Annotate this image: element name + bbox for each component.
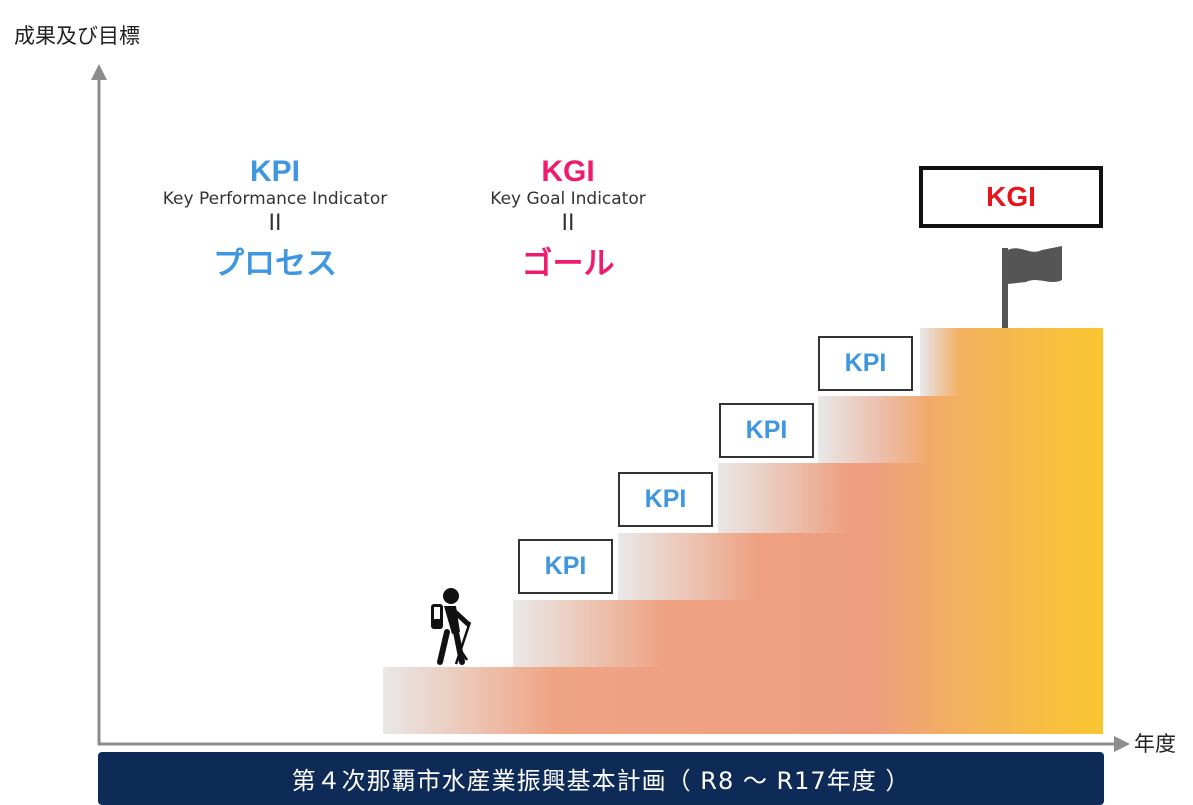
kpi-step-box-3: KPI — [719, 403, 814, 458]
kpi-legend-title: KPI — [249, 155, 300, 188]
kgi-legend-meaning: ゴール — [521, 246, 615, 282]
kgi-goal-box: KGI — [919, 166, 1103, 228]
kpi-legend-meaning: プロセス — [213, 246, 337, 282]
kpi-legend: KPI Key Performance Indicator II プロセス — [125, 155, 425, 283]
kgi-legend-title: KGI — [541, 155, 595, 188]
plan-banner: 第４次那覇市水産業振興基本計画（ R8 ～ R17年度 ） — [98, 752, 1104, 805]
kpi-legend-subtitle: Key Performance Indicator — [162, 189, 388, 209]
flag-icon — [1002, 246, 1062, 328]
hiker-icon — [431, 588, 472, 665]
step-fade-3 — [618, 533, 758, 600]
kpi-step-box-4: KPI — [818, 336, 913, 391]
y-axis-label: 成果及び目標 — [14, 24, 140, 48]
step-fade-4 — [718, 463, 848, 533]
kgi-legend: KGI Key Goal Indicator II ゴール — [418, 155, 718, 283]
x-axis-arrowhead — [1114, 736, 1130, 752]
y-axis-arrowhead — [91, 64, 107, 80]
kpi-legend-equals: II — [268, 211, 282, 236]
kpi-step-box-2: KPI — [618, 472, 713, 527]
kgi-legend-subtitle: Key Goal Indicator — [490, 189, 646, 209]
step-fade-5 — [818, 396, 928, 463]
x-axis-label: 年度 — [1134, 732, 1176, 756]
kpi-step-box-1: KPI — [518, 539, 613, 594]
kgi-legend-equals: II — [561, 211, 575, 236]
step-fade-2 — [513, 600, 663, 667]
step-fade-1 — [383, 667, 553, 734]
step-fade-6 — [920, 328, 960, 396]
